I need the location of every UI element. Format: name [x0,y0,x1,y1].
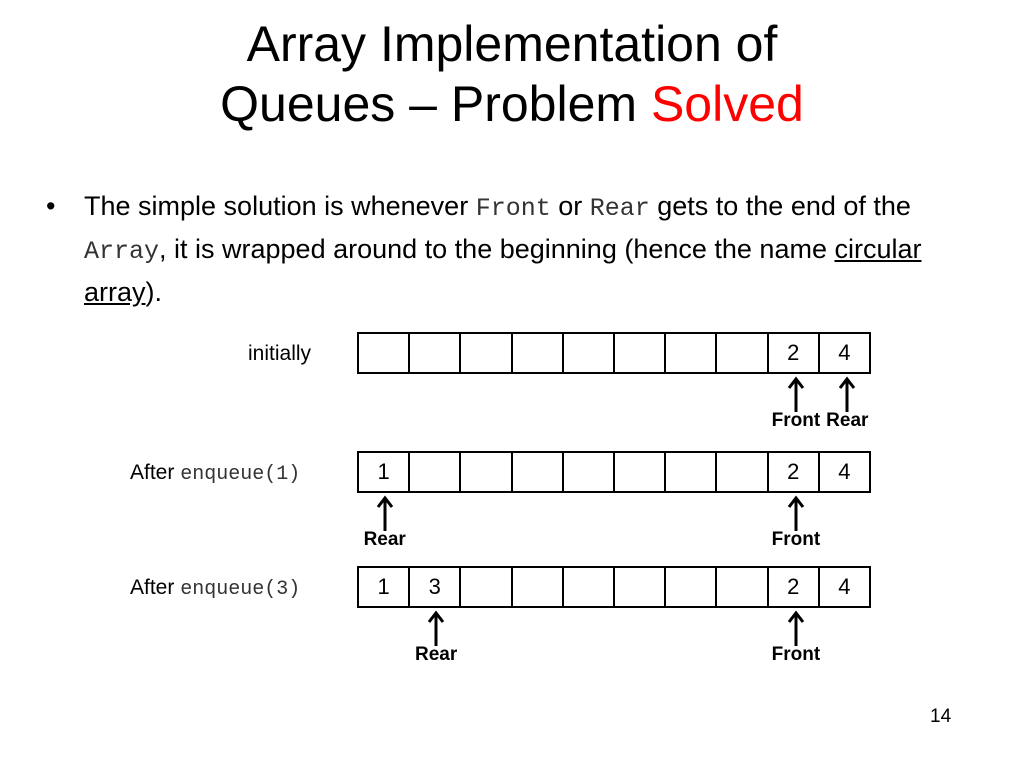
array-cell [715,453,766,491]
pointer-arrow-icon [839,376,856,412]
array-cell: 3 [408,568,459,606]
array-cell [359,334,408,372]
title-line-1: Array Implementation of [246,16,778,72]
array-cell [715,568,766,606]
operation-code: enqueue(1) [180,463,301,486]
array-cell [613,453,664,491]
array-cell [715,334,766,372]
array-cell [408,453,459,491]
pointer-label: Front [771,410,821,431]
array-cell [510,453,562,491]
array-cell [561,568,613,606]
array-cell [459,568,510,606]
array-cell [664,453,715,491]
array-cell [459,453,510,491]
title-accent-word: Solved [650,76,804,132]
array-cell [561,453,613,491]
pointer-arrow-icon [787,610,805,646]
page-number: 14 [930,706,952,727]
slide-title: Array Implementation of Queues – Problem… [0,14,1024,134]
array-cell [613,568,664,606]
array-cell [510,334,562,372]
bullet-marker: • [46,191,56,221]
array-cell [664,568,715,606]
pointer-label: Front [771,644,821,665]
array-cell: 2 [766,453,818,491]
pointer-arrow-icon [787,376,805,412]
array-cell [510,568,562,606]
row-label: After enqueue(1) [130,461,301,486]
pointer-label: Front [771,529,821,550]
pointer-arrow-icon [787,495,805,531]
array-cell: 1 [377,459,390,484]
array-cell: 4 [817,453,869,491]
term-circular-array: circular array [84,234,922,307]
array-cell [561,334,613,372]
title-line-2: Queues – Problem [220,76,651,132]
array-cell: 4 [817,334,869,372]
array-cell [613,334,664,372]
pointer-label: Rear [414,644,458,665]
pointer-arrow-icon [427,610,445,646]
array-cell: 2 [766,334,818,372]
array-cell: 1 [377,574,390,599]
code-rear: Rear [589,194,650,223]
pointer-label: Rear [363,529,406,550]
array-cell: 2 [766,568,818,606]
array-cell [664,334,715,372]
code-front: Front [475,194,551,223]
pointer-label: Rear [826,410,869,431]
code-array: Array [84,237,160,266]
bullet-text: The simple solution is whenever Front or… [84,191,922,307]
operation-code: enqueue(3) [180,578,301,601]
pointer-arrow-icon [376,495,393,531]
array-cell [459,334,510,372]
row-label: After enqueue(3) [130,576,301,601]
array-cell: 4 [817,568,869,606]
bullet-point: • The simple solution is whenever Front … [40,186,1000,312]
array-cell [408,334,459,372]
row-label: initially [248,342,312,365]
